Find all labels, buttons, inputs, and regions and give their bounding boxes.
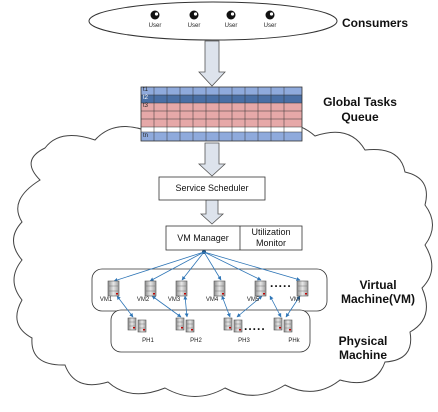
down-arrow-icon [198,40,226,87]
vm-title-line2: Machine(VM) [340,292,415,306]
ph-container [110,309,311,353]
user-label: User [148,23,162,29]
vm-label: VM2 [136,297,150,303]
vm-ellipsis: ..... [270,276,292,290]
vm-label: VM3 [167,297,181,303]
ph-label: PH2 [190,338,202,344]
server-icon [254,280,267,297]
server-icon [213,280,226,297]
ph-label: PHk [288,338,300,344]
ph-title-line2: Machine [338,348,387,362]
ph-ellipsis: ..... [244,319,266,333]
service-scheduler-label: Service Scheduler [175,183,249,193]
utilization-monitor-label-line1: Utilization [251,227,291,237]
server-icon [127,317,137,331]
down-arrow-icon [197,142,227,177]
vm-label: VM4 [205,297,219,303]
consumers-ellipse [88,1,338,41]
down-arrow-icon [199,199,225,225]
server-icon [107,280,120,297]
server-icon [137,319,147,333]
server-icon [223,317,233,331]
vm-label: VM1 [99,297,113,303]
server-icon [175,280,188,297]
utilization-monitor-label-line2: Monitor [255,238,286,248]
server-icon [296,280,309,297]
user-icon [150,10,160,20]
server-icon [185,319,195,333]
queue-row-label: tn [143,133,149,139]
service-scheduler-box [158,176,266,201]
user-label: User [263,23,277,29]
ph-label: PH1 [142,338,154,344]
vm-label: VM5 [246,297,260,303]
user-icon [265,10,275,20]
queue-row-label: t3 [143,103,149,109]
server-icon [144,280,157,297]
user-label: User [224,23,238,29]
vm-container [91,268,328,312]
ph-label: PH3 [238,338,250,344]
server-icon [283,319,293,333]
queue-row-label: t2 [143,95,149,101]
ph-title-line1: Physical [338,334,388,348]
vm-label: VMj [289,297,301,303]
user-icon [226,10,236,20]
vm-manager-box [165,225,303,251]
queue-title-line1: Global Tasks [323,95,397,109]
consumers-title: Consumers [341,16,409,30]
global-tasks-queue-grid [140,86,303,142]
queue-title-line2: Queue [341,110,379,124]
server-icon [273,317,283,331]
user-icon [189,10,199,20]
vm-to-ph-links [116,295,301,318]
queue-row-label: t1 [143,87,149,93]
manager-to-vm-links [113,251,301,282]
server-icon [175,317,185,331]
vm-manager-label: VM Manager [177,233,229,243]
user-label: User [187,23,201,29]
server-icon [233,319,243,333]
vm-title-line1: Virtual [359,278,397,292]
